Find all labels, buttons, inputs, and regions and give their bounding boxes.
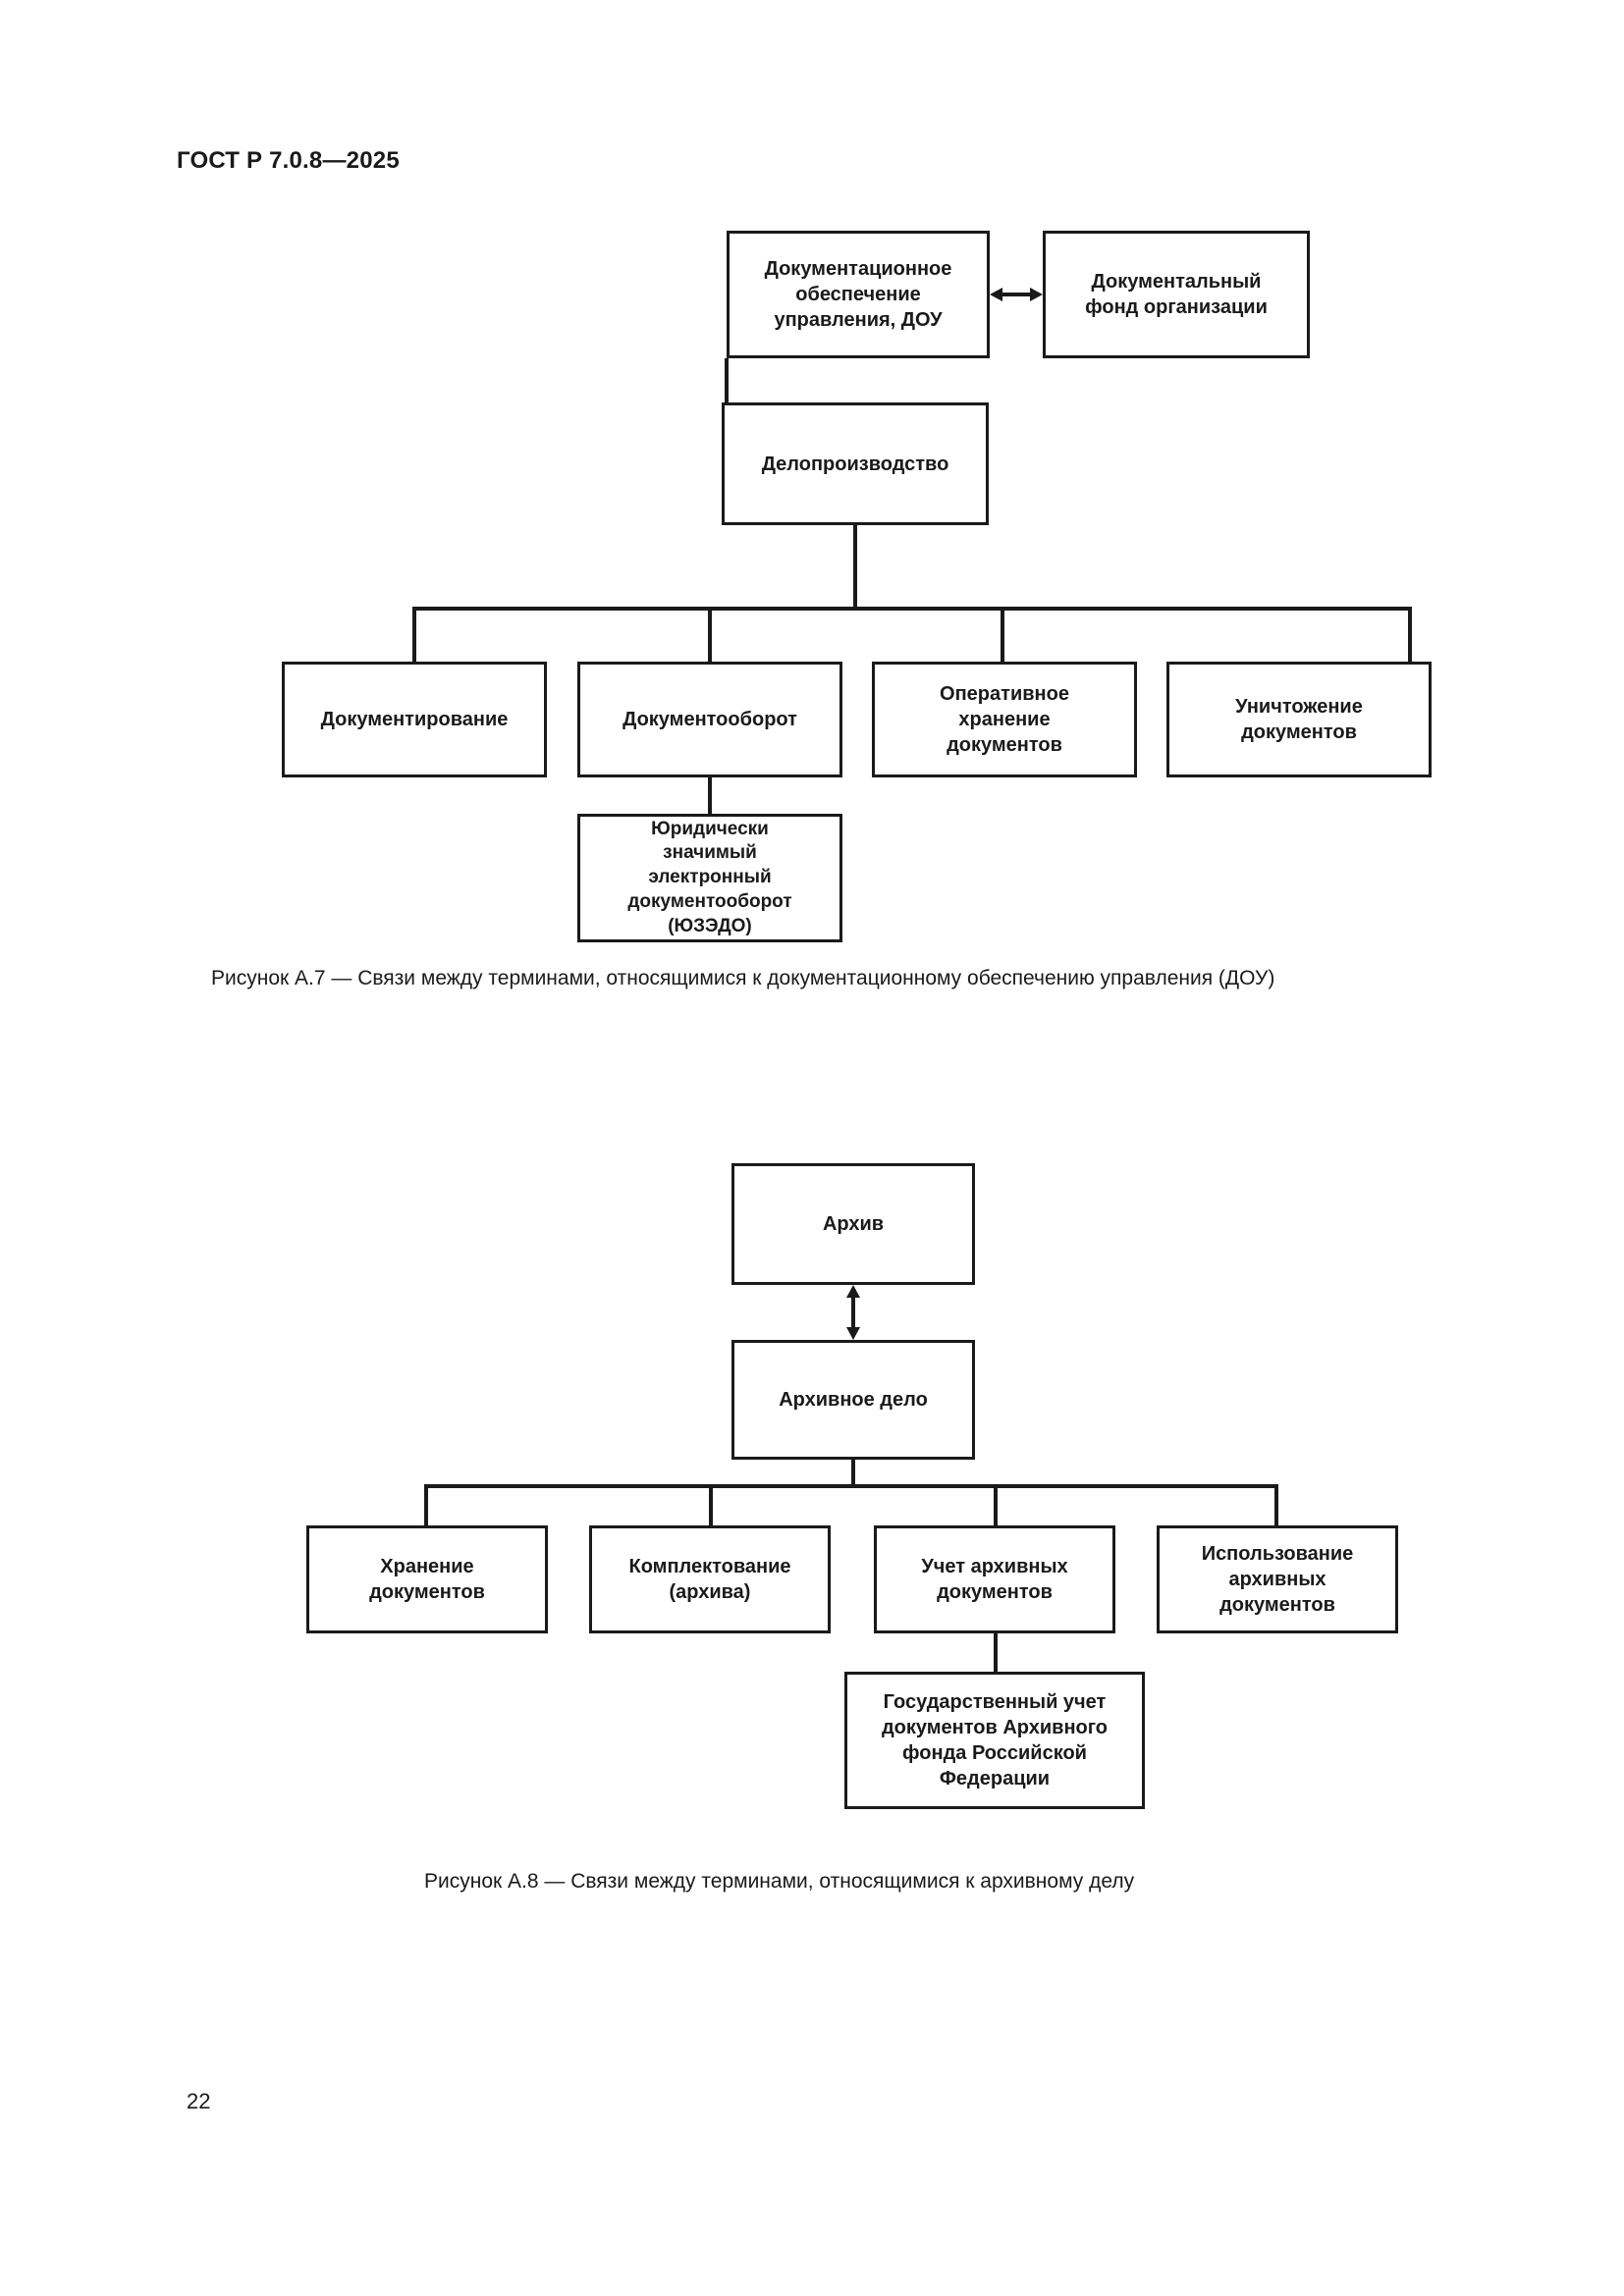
node-gosudarstvennyj-uchet-label: Государственный учет документов Архивног… xyxy=(881,1691,1109,1789)
node-documentary-fund: Документальный фонд организации xyxy=(1043,231,1310,358)
node-dou-label: Документационное обеспечение управления,… xyxy=(764,258,952,331)
connector-drop-ispolzovanie xyxy=(1274,1484,1278,1525)
node-uchet-arhivnyh-dokumentov-label: Учет архивных документов xyxy=(921,1556,1068,1603)
node-hranenie-dokumentov-label: Хранение документов xyxy=(369,1556,485,1603)
bidirectional-arrow-arhiv-arhivnoe-delo xyxy=(846,1285,860,1340)
connector-bus-row3 xyxy=(412,607,1412,611)
node-operativnoe-hranenie: Оперативное хранение документов xyxy=(872,662,1137,777)
node-uchet-arhivnyh-dokumentov: Учет архивных документов xyxy=(874,1525,1115,1633)
node-arhivnoe-delo: Архивное дело xyxy=(731,1340,975,1460)
connector-dokumentooborot-to-uzedo xyxy=(708,777,712,814)
connector-drop-hranenie xyxy=(424,1484,428,1525)
connector-drop-uchet xyxy=(994,1484,998,1525)
node-unichtozhenie-dokumentov: Уничтожение документов xyxy=(1166,662,1432,777)
connector-drop-komplektovanie xyxy=(709,1484,713,1525)
page-number: 22 xyxy=(187,2089,211,2113)
node-dokumentooborot-label: Документооборот xyxy=(623,709,797,730)
node-arhiv-label: Архив xyxy=(822,1213,885,1235)
node-gosudarstvennyj-uchet: Государственный учет документов Архивног… xyxy=(844,1672,1145,1809)
figure-a7-caption: Рисунок А.7 — Связи между терминами, отн… xyxy=(211,967,1275,989)
node-komplektovanie-label: Комплектование (архива) xyxy=(628,1556,791,1603)
node-documentary-fund-label: Документальный фонд организации xyxy=(1085,271,1268,318)
connector-drop-documentirovanie xyxy=(412,607,416,662)
node-arhivnoe-delo-label: Архивное дело xyxy=(779,1389,928,1411)
node-deloproizvodstvo-label: Делопроизводство xyxy=(761,453,949,475)
connector-arhivnoe-delo-stem xyxy=(851,1460,855,1484)
connector-dou-to-deloproizvodstvo xyxy=(725,358,729,402)
connector-drop-operativnoe xyxy=(1001,607,1004,662)
node-documentirovanie-label: Документирование xyxy=(320,709,509,730)
connector-deloproizvodstvo-stem xyxy=(853,525,857,607)
node-uzedo-label: Юридически значимый электронный документ… xyxy=(627,818,792,936)
node-ispolzovanie-arhivnyh-dokumentov-label: Использование архивных документов xyxy=(1201,1543,1354,1616)
connector-drop-dokumentooborot xyxy=(708,607,712,662)
node-hranenie-dokumentov: Хранение документов xyxy=(306,1525,548,1633)
node-uzedo: Юридически значимый электронный документ… xyxy=(577,814,842,942)
connector-uchet-to-gos-uchet xyxy=(994,1633,998,1672)
node-dou: Документационное обеспечение управления,… xyxy=(727,231,990,358)
node-documentirovanie: Документирование xyxy=(282,662,547,777)
node-operativnoe-hranenie-label: Оперативное хранение документов xyxy=(940,683,1069,756)
node-deloproizvodstvo: Делопроизводство xyxy=(722,402,989,525)
node-unichtozhenie-dokumentov-label: Уничтожение документов xyxy=(1235,696,1363,743)
bidirectional-arrow-dou-fund xyxy=(990,288,1043,301)
figure-a8-caption: Рисунок А.8 — Связи между терминами, отн… xyxy=(424,1870,1135,1893)
node-ispolzovanie-arhivnyh-dokumentov: Использование архивных документов xyxy=(1157,1525,1398,1633)
connector-drop-unichtozhenie xyxy=(1408,607,1412,662)
node-komplektovanie: Комплектование (архива) xyxy=(589,1525,831,1633)
connector-bus-row-arhiv xyxy=(424,1484,1278,1488)
node-arhiv: Архив xyxy=(731,1163,975,1285)
node-dokumentooborot: Документооборот xyxy=(577,662,842,777)
document-standard-header: ГОСТ Р 7.0.8—2025 xyxy=(177,147,400,174)
